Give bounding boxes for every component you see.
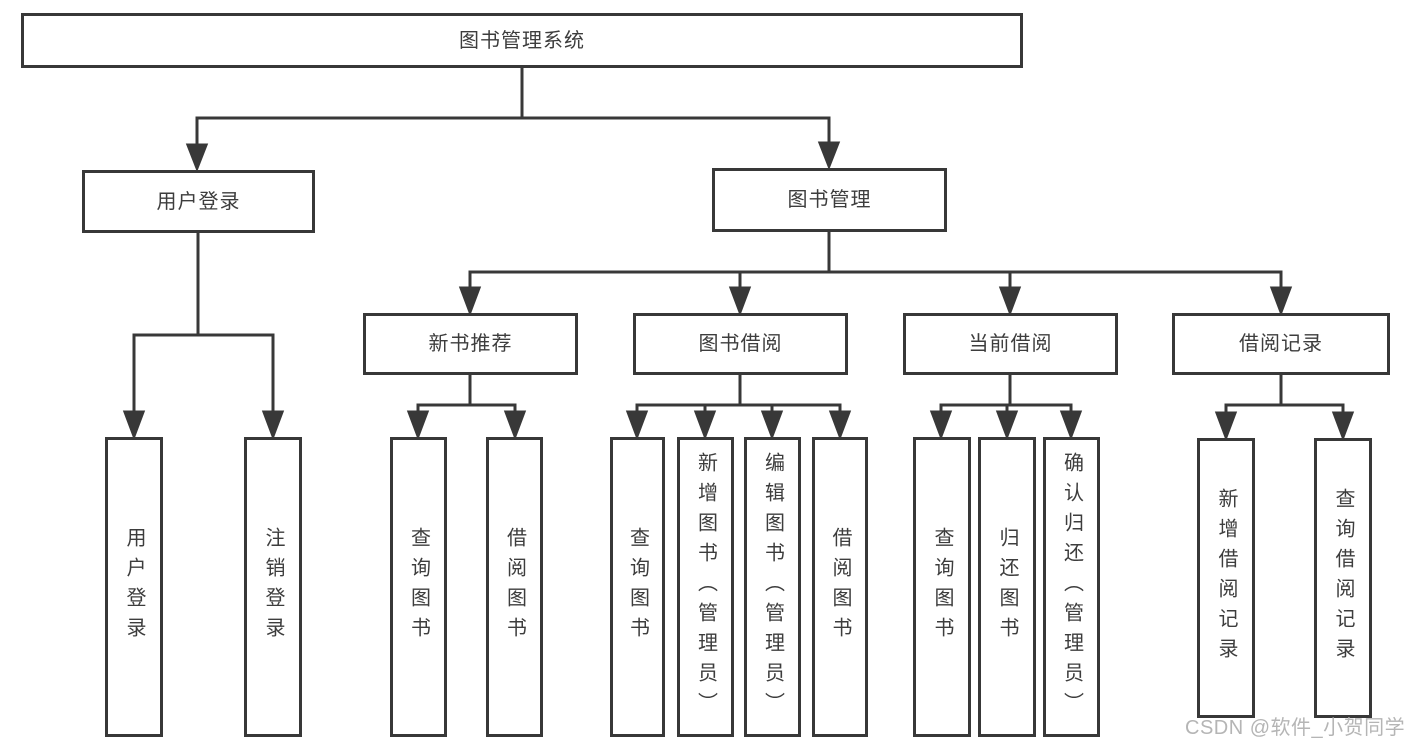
edges-current-borrow [929,373,1083,441]
leaf-user-login: 用户登录 [105,437,163,737]
edges-borrow-record [1214,373,1355,442]
edges-book-mgmt [458,230,1293,317]
leaf-borrow-book: 借阅图书 [812,437,868,737]
leaf-confirm-return-admin: 确认归还（管理员） [1043,437,1100,737]
node-user-login: 用户登录 [82,170,315,233]
edges-user-login [122,231,285,441]
node-library-system: 图书管理系统 [21,13,1023,68]
leaf-edit-book-admin: 编辑图书（管理员） [744,437,801,737]
edges-book-borrow [625,373,852,441]
leaf-query-book-recommend: 查询图书 [390,437,447,737]
edges-root [185,66,841,173]
leaf-query-book-current: 查询图书 [913,437,971,737]
node-borrow-record: 借阅记录 [1172,313,1390,375]
leaf-borrow-book-recommend: 借阅图书 [486,437,543,737]
csdn-watermark: CSDN @软件_小贺同学 [1185,717,1405,739]
leaf-query-book-borrow: 查询图书 [610,437,665,737]
node-new-book-recommend: 新书推荐 [363,313,578,375]
node-current-borrow: 当前借阅 [903,313,1118,375]
leaf-query-borrow-record: 查询借阅记录 [1314,438,1372,718]
leaf-add-book-admin: 新增图书（管理员） [677,437,734,737]
leaf-logout: 注销登录 [244,437,302,737]
leaf-return-book: 归还图书 [978,437,1036,737]
edges-new-book-rec [406,373,527,441]
leaf-add-borrow-record: 新增借阅记录 [1197,438,1255,718]
node-book-management: 图书管理 [712,168,947,232]
node-book-borrow: 图书借阅 [633,313,848,375]
